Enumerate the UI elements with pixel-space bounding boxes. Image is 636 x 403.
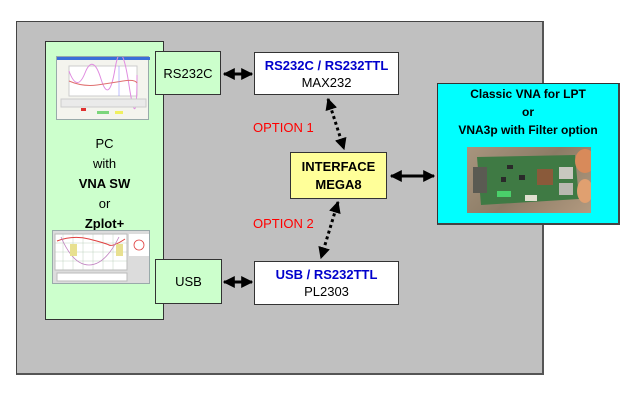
zplot-screenshot bbox=[52, 230, 150, 284]
pl2303-converter-box: USB / RS232TTL PL2303 bbox=[254, 261, 399, 305]
dotted-arrow-option-1 bbox=[325, 97, 347, 151]
usb-label: USB bbox=[175, 274, 202, 289]
rs232c-label: RS232C bbox=[163, 65, 213, 81]
vna-chart-thumbnail bbox=[57, 53, 150, 114]
pc-line-3: VNA SW bbox=[78, 176, 131, 191]
vna-line-3: VNA3p with Filter option bbox=[458, 123, 598, 137]
option-2-label: OPTION 2 bbox=[253, 216, 314, 231]
circuit-board-image bbox=[473, 149, 591, 205]
max232-title: RS232C / RS232TTL bbox=[264, 57, 389, 73]
usb-port-box: USB bbox=[155, 259, 222, 304]
pc-label: PC with VNA SW or Zplot+ bbox=[45, 134, 164, 234]
pc-line-1: PC bbox=[95, 136, 114, 151]
option-1-label: OPTION 1 bbox=[253, 120, 314, 135]
pl2303-title: USB / RS232TTL bbox=[275, 267, 378, 282]
vna-board-photo bbox=[467, 147, 591, 213]
vna-line-1: Classic VNA for LPT bbox=[470, 87, 586, 101]
vna-software-screenshot bbox=[56, 53, 150, 120]
interface-mega8-box: INTERFACE MEGA8 bbox=[290, 152, 387, 199]
max232-chip: MAX232 bbox=[301, 74, 352, 90]
zplot-chart-thumbnail bbox=[54, 233, 149, 282]
interface-line-1: INTERFACE bbox=[301, 158, 376, 174]
pc-line-5: Zplot+ bbox=[84, 216, 125, 231]
pc-line-2: with bbox=[92, 156, 117, 171]
vna-line-2: or bbox=[522, 105, 534, 119]
pl2303-chip: PL2303 bbox=[304, 284, 349, 299]
max232-converter-box: RS232C / RS232TTL MAX232 bbox=[254, 52, 399, 95]
dotted-arrow-option-2 bbox=[318, 200, 341, 260]
rs232c-port-box: RS232C bbox=[155, 51, 221, 95]
interface-line-2: MEGA8 bbox=[315, 176, 362, 192]
pc-line-4: or bbox=[98, 196, 111, 211]
